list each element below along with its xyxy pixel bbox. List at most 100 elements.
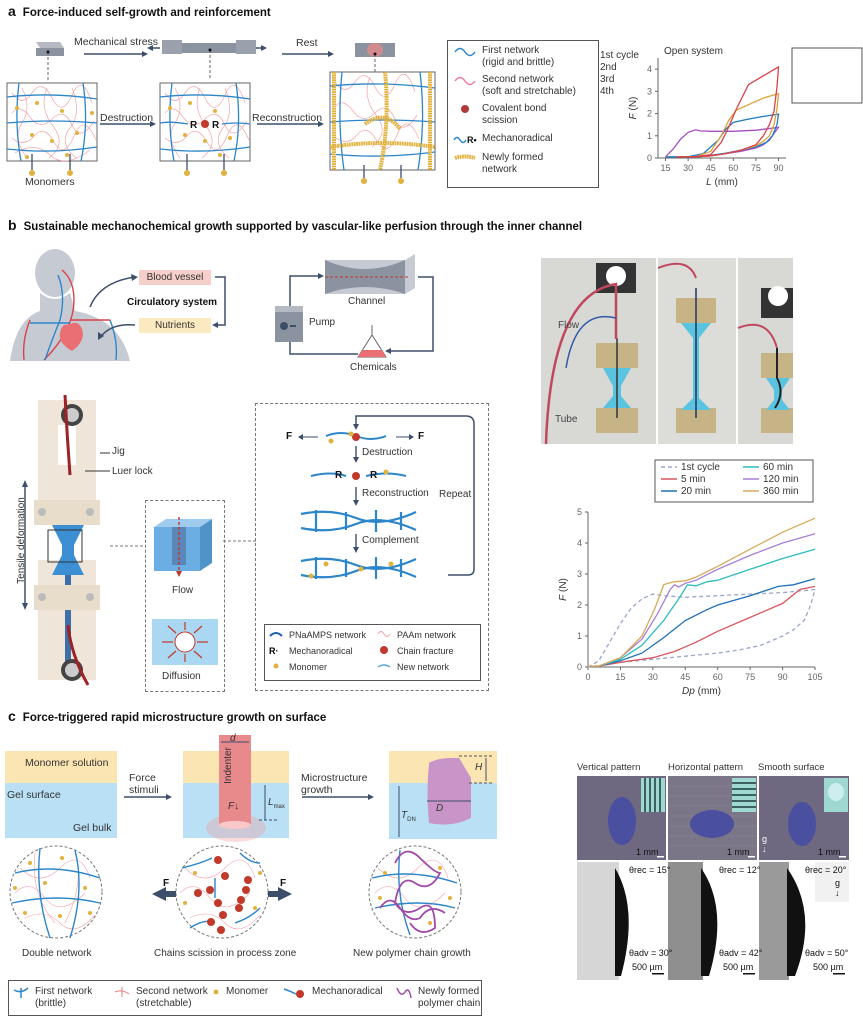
vertical-pattern-header: Vertical pattern xyxy=(577,762,641,773)
tensile-deformation-label: Tensile deformation xyxy=(15,497,27,584)
x-tick-label: 45 xyxy=(680,672,690,682)
legend-item: Second network(stretchable) xyxy=(114,986,208,1010)
x-tick-label: 105 xyxy=(807,672,822,682)
indenter-label: Indenter xyxy=(222,747,234,784)
y-tick-label: 2 xyxy=(647,109,652,119)
x-tick-label: 15 xyxy=(615,672,625,682)
scale-bar-500um-2: 500 µm xyxy=(723,962,754,972)
panel-letter: c xyxy=(8,708,16,724)
y-tick-label: 2 xyxy=(577,600,582,610)
series-line-4th xyxy=(676,65,780,158)
y-tick-label: 4 xyxy=(577,538,582,548)
gravity-label-top: g↓ xyxy=(762,834,768,854)
reconstruction-step: Reconstruction xyxy=(362,488,429,499)
legend-label: 60 min xyxy=(763,462,793,473)
advancing-angle-1: θadv = 30° xyxy=(629,948,673,958)
y-tick-label: 4 xyxy=(647,64,652,74)
chart-title: Open system xyxy=(664,46,723,57)
y-tick-label: 0 xyxy=(647,153,652,163)
flow-diffusion-inset: Flow Diffusion xyxy=(145,500,225,692)
legend-item: Monomer xyxy=(269,661,327,673)
cycle-legend: PNaAMPS network PAAm network R·Mechanora… xyxy=(264,624,481,681)
legend-item: R·Mechanoradical xyxy=(269,646,353,656)
monomer-icon xyxy=(273,663,279,669)
force-label: F↓ xyxy=(228,801,240,812)
perfusion-loop xyxy=(275,254,434,358)
legend-item: First network(brittle) xyxy=(13,986,92,1010)
x-tick-label: 90 xyxy=(778,672,788,682)
network-circles xyxy=(9,845,462,939)
channel-label: Channel xyxy=(348,296,386,307)
new-growth-label: New polymer chain growth xyxy=(353,948,471,959)
nutrients-label: Nutrients xyxy=(154,320,195,331)
blue-wave-icon xyxy=(454,47,476,57)
mechanoradical-icon xyxy=(283,988,304,998)
tdn-label: TDN xyxy=(401,810,416,823)
new-network-icon xyxy=(377,664,391,668)
pump-label: Pump xyxy=(309,317,336,328)
flow-cube-icon xyxy=(154,517,212,577)
chain-scission-label: Chains scission in process zone xyxy=(154,948,297,959)
series-line-20-min xyxy=(588,577,816,667)
pink-wave-icon xyxy=(454,76,476,86)
legend-label: 5 min xyxy=(681,474,705,485)
diffusion-icon xyxy=(152,619,218,665)
series-line-1st-cycle xyxy=(587,588,816,668)
monomer-icon xyxy=(213,989,219,995)
legend-item: New network xyxy=(377,661,449,673)
connector-dash xyxy=(110,545,145,547)
gel-layer xyxy=(5,783,117,838)
legend-label: 120 min xyxy=(763,474,799,485)
receding-angle-3: θrec = 20° xyxy=(805,865,847,875)
legend-label: 1st cycle xyxy=(681,462,720,473)
legend-item: Monomer xyxy=(212,986,268,998)
mechanoradical-icon: R• xyxy=(453,135,477,145)
panel-letter: a xyxy=(8,3,16,19)
scission-icon xyxy=(201,120,209,128)
y-axis-label: F (N) xyxy=(628,97,639,120)
new-growth-circle xyxy=(368,845,462,939)
first-network-icon xyxy=(13,987,29,998)
flow-label: Flow xyxy=(172,585,194,596)
panel-a-legend: First network(rigid and brittle) Second … xyxy=(447,40,599,188)
human-body-illustration xyxy=(10,249,130,361)
diffusion-label: Diffusion xyxy=(162,671,201,682)
legend-item: R•Mechanoradical xyxy=(453,133,553,145)
circulatory-arrows xyxy=(89,274,226,340)
smooth-surface-header: Smooth surface xyxy=(758,762,825,773)
monomers-label: Monomers xyxy=(25,176,75,188)
rest-label: Rest xyxy=(296,37,318,49)
process-arrows xyxy=(29,121,404,184)
microstructure-illustration xyxy=(389,751,497,839)
scale-bar-500um-3: 500 µm xyxy=(813,962,844,972)
chain-fracture-icon xyxy=(380,646,388,654)
network-box-1 xyxy=(6,82,98,162)
new-network-icon xyxy=(454,154,476,160)
diameter-d-label: D xyxy=(436,803,444,814)
double-network-label: Double network xyxy=(22,948,92,959)
scission-circle xyxy=(175,845,269,939)
y-tick-label: 1 xyxy=(577,631,582,641)
x-tick-label: 90 xyxy=(773,163,783,173)
y-tick-label: 0 xyxy=(577,662,582,672)
tensile-arrow xyxy=(22,480,28,610)
x-axis-label: Dp (mm) xyxy=(682,686,721,697)
x-tick-label: 60 xyxy=(713,672,723,682)
legend-label: 20 min xyxy=(681,486,711,497)
mechanochemical-cycle: F F Destruction R R Reconstruction Compl… xyxy=(255,403,489,691)
gel-surface-label: Gel surface xyxy=(7,789,61,801)
chemicals-label: Chemicals xyxy=(350,362,397,373)
legend-item: PNaAMPS network xyxy=(269,629,366,641)
advancing-angle-2: θadv = 42° xyxy=(719,948,763,958)
monomer-solution-label: Monomer solution xyxy=(25,757,109,769)
destruction-label: Destruction xyxy=(100,112,154,124)
force-arrows xyxy=(152,887,292,901)
nutrients-box: Nutrients xyxy=(139,318,211,333)
y-tick-label: 3 xyxy=(647,86,652,96)
legend-item: First network(rigid and brittle) xyxy=(454,45,554,69)
